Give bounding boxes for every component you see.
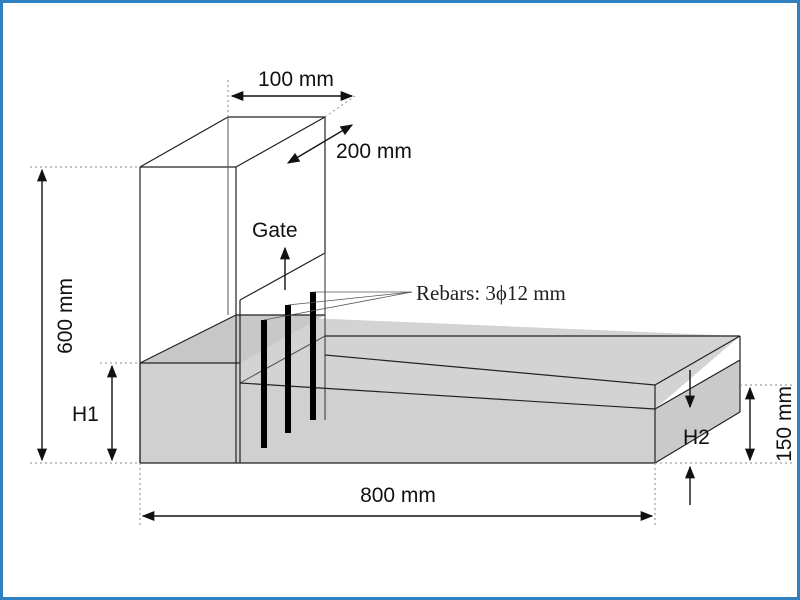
dam-break-diagram: 100 mm 200 mm Gate Rebars: 3ϕ12 mm 600 m…	[30, 68, 796, 525]
label-rebars: Rebars: 3ϕ12 mm	[416, 281, 566, 305]
label-h2: H2	[683, 426, 710, 449]
label-600mm: 600 mm	[54, 278, 77, 354]
label-200mm: 200 mm	[336, 140, 412, 163]
extension-lines	[30, 78, 795, 525]
label-100mm: 100 mm	[258, 68, 334, 91]
reservoir-water-top	[140, 315, 325, 363]
water-front-face	[140, 363, 655, 463]
dim-200mm-arrow	[286, 124, 354, 164]
rebar-leaders	[263, 291, 413, 321]
label-150mm: 150 mm	[773, 386, 796, 462]
label-800mm: 800 mm	[360, 484, 436, 507]
water-right-face	[655, 360, 740, 463]
channel-outline	[139, 314, 741, 464]
label-h1: H1	[72, 403, 99, 426]
label-gate: Gate	[252, 219, 298, 242]
